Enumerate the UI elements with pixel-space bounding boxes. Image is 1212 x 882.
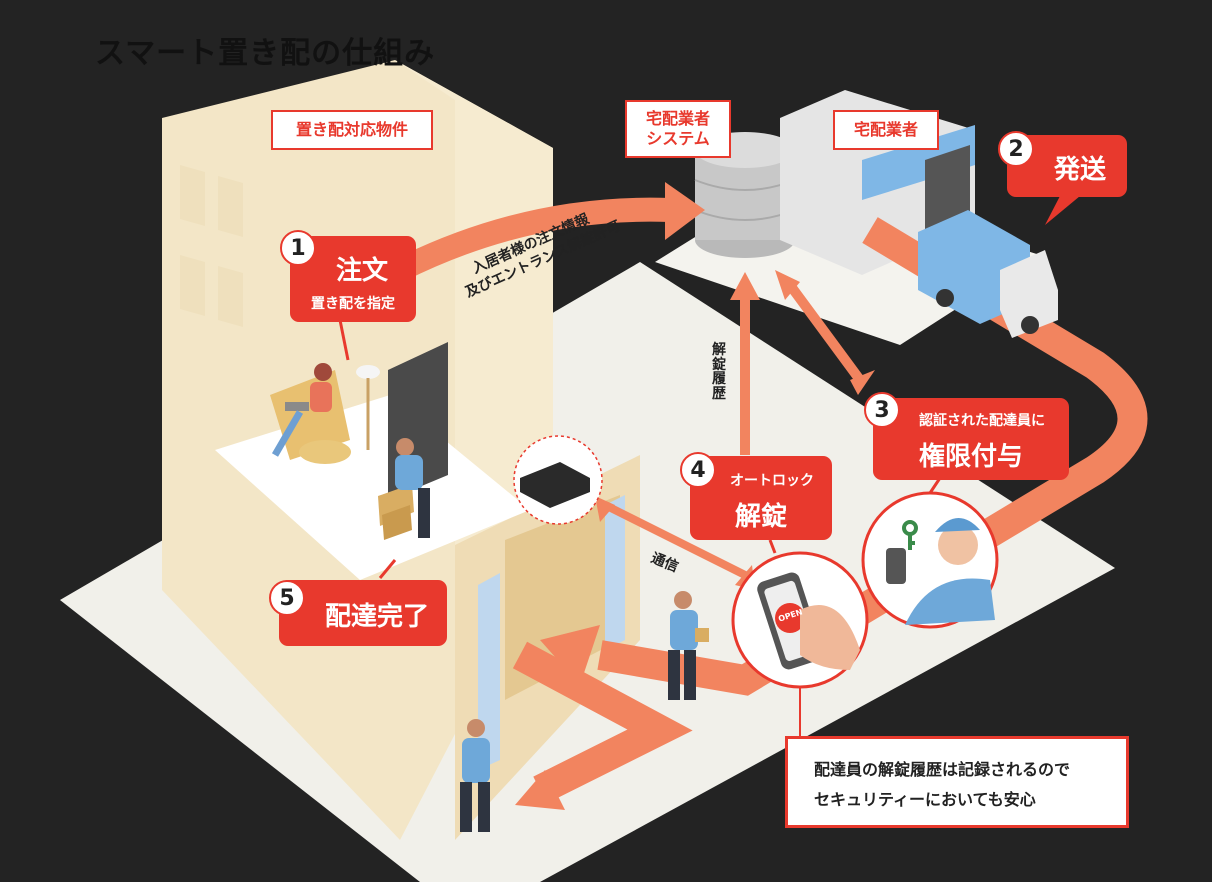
- cap: [935, 517, 980, 532]
- floor-lamp: [356, 365, 380, 379]
- step1-pointer: [338, 319, 350, 361]
- step3-bubble: 認証された配達員に 権限付与: [873, 398, 1069, 480]
- security-note: 配達員の解錠履歴は記録されるので セキュリティーにおいても安心: [785, 736, 1129, 828]
- step3-number: 3: [864, 392, 900, 428]
- courier-face: [938, 525, 978, 565]
- flow-arrows: [394, 197, 1148, 804]
- arrow-communication: [603, 501, 747, 579]
- delivery-truck: [918, 210, 1058, 338]
- building-right-face: [395, 60, 553, 545]
- laptop: [285, 402, 309, 411]
- arrow-authorize: [785, 282, 865, 383]
- property-label: 置き配対応物件: [271, 110, 433, 150]
- arrow-entrance-route: [512, 641, 693, 804]
- arrow-heads: [515, 182, 875, 810]
- step2-number: 2: [998, 131, 1034, 167]
- step3-title: 権限付与: [918, 442, 1023, 472]
- autolock-device: [520, 462, 590, 508]
- glass-door-right: [605, 495, 625, 650]
- step1-number: 1: [280, 230, 316, 266]
- system-label-line2: システム: [646, 129, 710, 148]
- step4-subtitle: オートロック: [730, 473, 814, 489]
- step3-subtitle: 認証された配達員に: [919, 413, 1045, 429]
- courier-at-door: [396, 438, 414, 456]
- page-title: スマート置き配の仕組み: [95, 36, 436, 71]
- key-icon: [902, 520, 918, 550]
- step1-subtitle: 置き配を指定: [311, 296, 395, 312]
- system-label-line1: 宅配業者: [645, 109, 710, 128]
- unlock-history-label: 解錠履歴: [712, 342, 726, 403]
- step4-number: 4: [680, 452, 716, 488]
- courier-entering: [668, 591, 709, 700]
- system-label: 宅配業者 システム: [625, 100, 731, 158]
- step5-title: 配達完了: [324, 602, 429, 632]
- step4-title: 解錠: [734, 502, 787, 532]
- step2-pointer: [1045, 196, 1080, 225]
- arrow-delivery-route: [597, 217, 1148, 696]
- resident: [314, 363, 332, 381]
- glass-door-left: [478, 573, 500, 770]
- property-label-text: 置き配対応物件: [295, 120, 408, 139]
- step3-pointer: [928, 477, 942, 494]
- security-note-line2: セキュリティーにおいても安心: [814, 790, 1036, 810]
- security-note-line1: 配達員の解錠履歴は記録されるので: [814, 760, 1071, 779]
- courier-leaving: [460, 719, 490, 832]
- open-button: [775, 603, 805, 633]
- step1-title: 注文: [335, 256, 388, 286]
- arrow-order-to-system: [394, 197, 671, 281]
- step5-bubble: 配達完了: [279, 580, 447, 646]
- building-windows: [180, 165, 243, 327]
- courier-label: 宅配業者: [833, 110, 939, 150]
- step5-pointer: [378, 559, 397, 579]
- side-table: [299, 440, 351, 464]
- courier-label-text: 宅配業者: [853, 120, 918, 139]
- step5-number: 5: [269, 580, 305, 616]
- step4-pointer: [768, 539, 777, 554]
- step2-title: 発送: [1053, 155, 1106, 185]
- courier-phone: [886, 548, 906, 584]
